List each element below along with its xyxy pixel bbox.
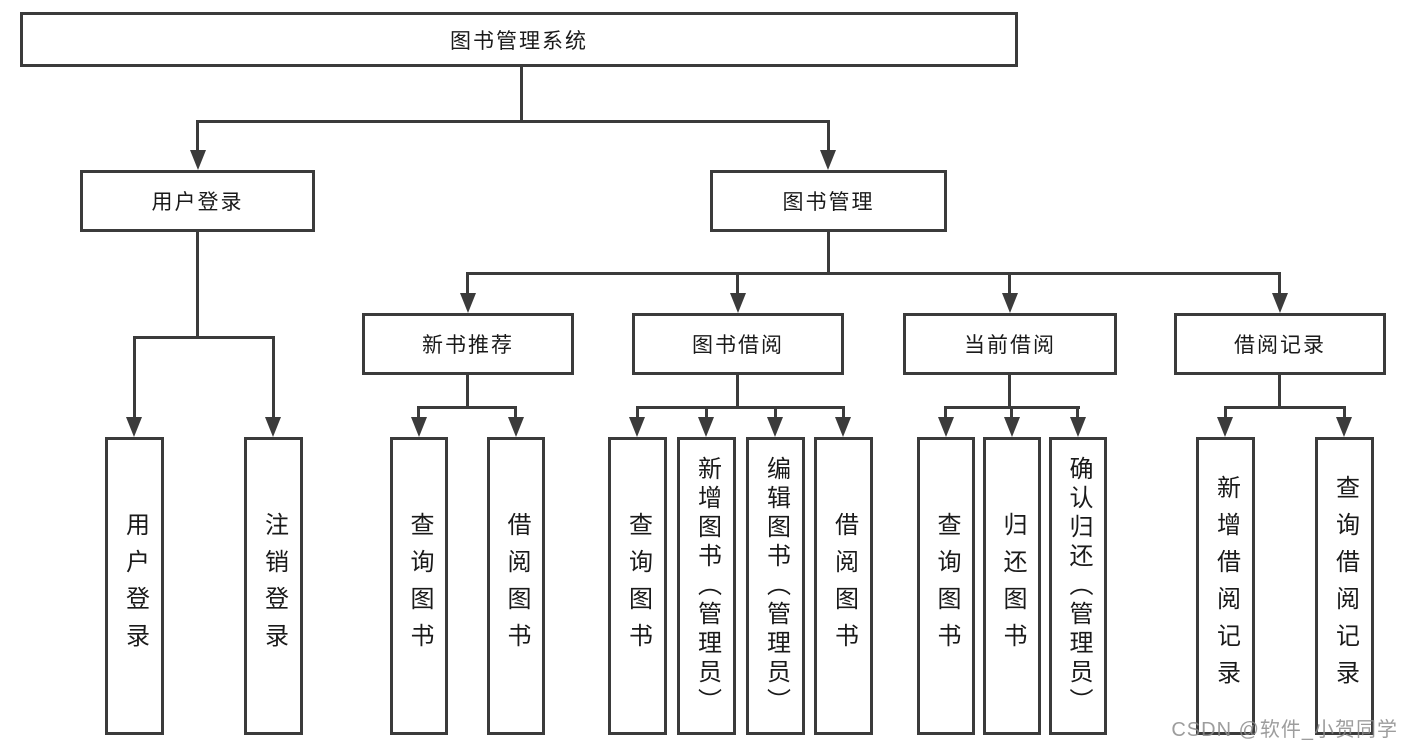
connector-line bbox=[1278, 375, 1281, 406]
connector-line bbox=[514, 406, 517, 420]
arrow-down-icon bbox=[1217, 417, 1233, 437]
arrow-down-icon bbox=[698, 417, 714, 437]
connector-line bbox=[196, 120, 830, 123]
connector-line bbox=[944, 406, 947, 420]
node-label: 图书管理系统 bbox=[450, 29, 588, 53]
node-confirm-return-admin: 确认归还（管理员） bbox=[1049, 437, 1107, 735]
arrow-down-icon bbox=[730, 293, 746, 313]
connector-line bbox=[827, 120, 830, 154]
connector-line bbox=[272, 336, 275, 420]
connector-line bbox=[133, 336, 136, 420]
connector-line bbox=[1224, 406, 1227, 420]
node-label: 借阅记录 bbox=[1234, 334, 1326, 357]
connector-line bbox=[705, 406, 708, 420]
connector-line bbox=[636, 406, 639, 420]
node-label: 查询图书 bbox=[624, 512, 652, 660]
node-label: 用户登录 bbox=[121, 512, 149, 660]
node-query-books-recommend: 查询图书 bbox=[390, 437, 448, 735]
arrow-down-icon bbox=[190, 150, 206, 170]
node-borrowing-records: 借阅记录 bbox=[1174, 313, 1386, 375]
connector-line bbox=[842, 406, 845, 420]
arrow-down-icon bbox=[629, 417, 645, 437]
connector-line bbox=[1008, 375, 1011, 406]
node-query-borrow-record: 查询借阅记录 bbox=[1315, 437, 1374, 735]
connector-line bbox=[736, 272, 739, 296]
node-label: 当前借阅 bbox=[964, 334, 1056, 357]
node-label: 查询借阅记录 bbox=[1331, 475, 1359, 697]
node-label: 编辑图书（管理员） bbox=[762, 455, 790, 717]
connector-line bbox=[1343, 406, 1346, 420]
node-return-books: 归还图书 bbox=[983, 437, 1041, 735]
connector-line bbox=[417, 406, 517, 409]
node-book-management: 图书管理 bbox=[710, 170, 947, 232]
arrow-down-icon bbox=[411, 417, 427, 437]
node-label: 新增借阅记录 bbox=[1212, 475, 1240, 697]
node-user-login-group: 用户登录 bbox=[80, 170, 315, 232]
arrow-down-icon bbox=[265, 417, 281, 437]
arrow-down-icon bbox=[938, 417, 954, 437]
connector-line bbox=[133, 336, 275, 339]
node-user-login: 用户登录 bbox=[105, 437, 164, 735]
arrow-down-icon bbox=[508, 417, 524, 437]
arrow-down-icon bbox=[460, 293, 476, 313]
node-borrow-books-recommend: 借阅图书 bbox=[487, 437, 545, 735]
watermark-text: CSDN @软件_小贺同学 bbox=[1171, 719, 1398, 741]
connector-line bbox=[1076, 406, 1079, 420]
arrow-down-icon bbox=[126, 417, 142, 437]
connector-line bbox=[196, 120, 199, 154]
connector-line bbox=[1008, 272, 1011, 296]
node-logout: 注销登录 bbox=[244, 437, 303, 735]
node-label: 用户登录 bbox=[151, 191, 244, 214]
connector-line bbox=[1224, 406, 1346, 409]
node-label: 新书推荐 bbox=[422, 334, 514, 357]
node-add-borrow-record: 新增借阅记录 bbox=[1196, 437, 1255, 735]
connector-line bbox=[636, 406, 845, 409]
connector-line bbox=[520, 67, 523, 120]
node-label: 图书管理 bbox=[782, 191, 875, 214]
node-add-books-admin: 新增图书（管理员） bbox=[677, 437, 736, 735]
arrow-down-icon bbox=[1336, 417, 1352, 437]
connector-line bbox=[736, 375, 739, 406]
connector-line bbox=[827, 232, 830, 272]
node-borrow-books: 借阅图书 bbox=[814, 437, 873, 735]
node-query-books-borrow: 查询图书 bbox=[608, 437, 667, 735]
node-label: 查询图书 bbox=[933, 512, 960, 660]
node-label: 借阅图书 bbox=[830, 512, 858, 660]
connector-line bbox=[466, 272, 1280, 275]
connector-line bbox=[774, 406, 777, 420]
node-label: 归还图书 bbox=[999, 512, 1026, 660]
node-label: 新增图书（管理员） bbox=[693, 455, 721, 717]
node-label: 图书借阅 bbox=[692, 334, 784, 357]
arrow-down-icon bbox=[835, 417, 851, 437]
node-label: 注销登录 bbox=[260, 512, 288, 660]
arrow-down-icon bbox=[1002, 293, 1018, 313]
node-current-borrowing: 当前借阅 bbox=[903, 313, 1117, 375]
node-new-book-recommend: 新书推荐 bbox=[362, 313, 574, 375]
arrow-down-icon bbox=[1272, 293, 1288, 313]
node-book-borrowing: 图书借阅 bbox=[632, 313, 844, 375]
node-library-management-system: 图书管理系统 bbox=[20, 12, 1018, 67]
arrow-down-icon bbox=[1070, 417, 1086, 437]
connector-line bbox=[466, 272, 469, 296]
node-label: 借阅图书 bbox=[503, 512, 530, 660]
connector-line bbox=[196, 232, 199, 336]
arrow-down-icon bbox=[1004, 417, 1020, 437]
node-label: 确认归还（管理员） bbox=[1065, 455, 1092, 717]
connector-line bbox=[466, 375, 469, 406]
connector-line bbox=[1010, 406, 1013, 420]
node-label: 查询图书 bbox=[406, 512, 433, 660]
arrow-down-icon bbox=[820, 150, 836, 170]
arrow-down-icon bbox=[767, 417, 783, 437]
connector-line bbox=[1278, 272, 1281, 296]
connector-line bbox=[417, 406, 420, 420]
node-edit-books-admin: 编辑图书（管理员） bbox=[746, 437, 805, 735]
node-query-books-current: 查询图书 bbox=[917, 437, 975, 735]
